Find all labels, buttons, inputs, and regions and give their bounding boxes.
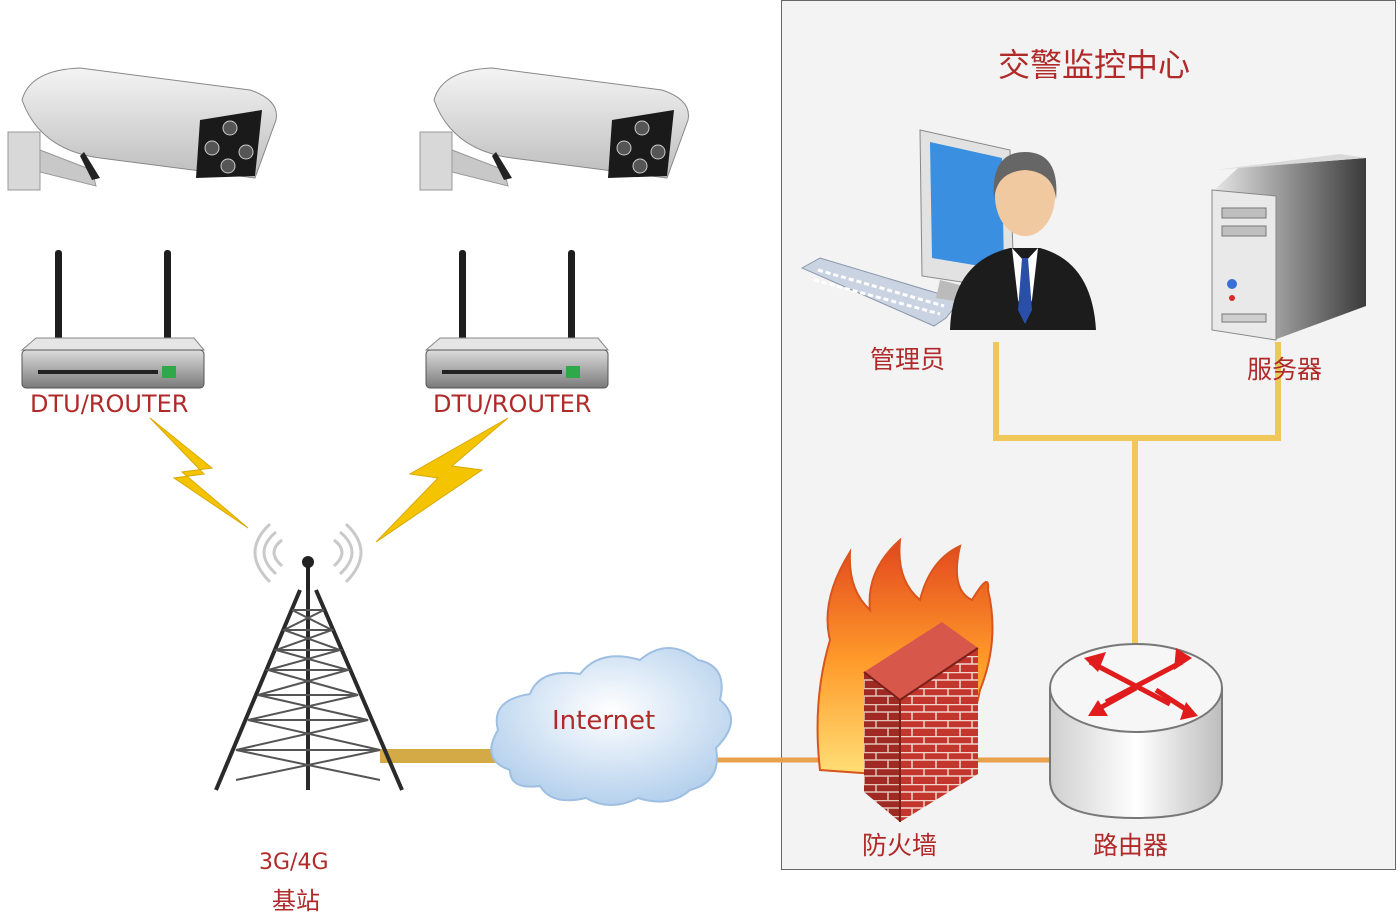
center-title: 交警监控中心 bbox=[998, 46, 1191, 84]
cell-tower-icon bbox=[214, 522, 404, 791]
wireless-link-left bbox=[149, 417, 249, 529]
firewall-icon bbox=[816, 537, 994, 822]
person-icon bbox=[950, 152, 1096, 330]
server-label: 服务器 bbox=[1247, 355, 1323, 384]
admin-server-bus-wire bbox=[993, 342, 1281, 441]
workstation-icon bbox=[800, 129, 1015, 327]
wireless-link-right bbox=[375, 417, 509, 543]
admin-label: 管理员 bbox=[870, 345, 946, 374]
camera-icon bbox=[7, 67, 277, 191]
wifi-router-icon bbox=[20, 250, 206, 389]
dtu-right-label: DTU/ROUTER bbox=[433, 390, 592, 418]
cloud-icon bbox=[490, 647, 732, 806]
dtu-left-label: DTU/ROUTER bbox=[30, 390, 189, 418]
router-icon bbox=[1049, 643, 1223, 820]
internet-label: Internet bbox=[552, 706, 656, 736]
router-label: 路由器 bbox=[1093, 831, 1169, 860]
server-icon bbox=[1211, 154, 1366, 341]
wifi-router-icon bbox=[424, 250, 610, 389]
base-station-label-1: 3G/4G bbox=[259, 850, 329, 875]
camera-icon bbox=[419, 67, 689, 191]
firewall-label: 防火墙 bbox=[862, 831, 938, 860]
base-station-label-2: 基站 bbox=[272, 887, 320, 915]
